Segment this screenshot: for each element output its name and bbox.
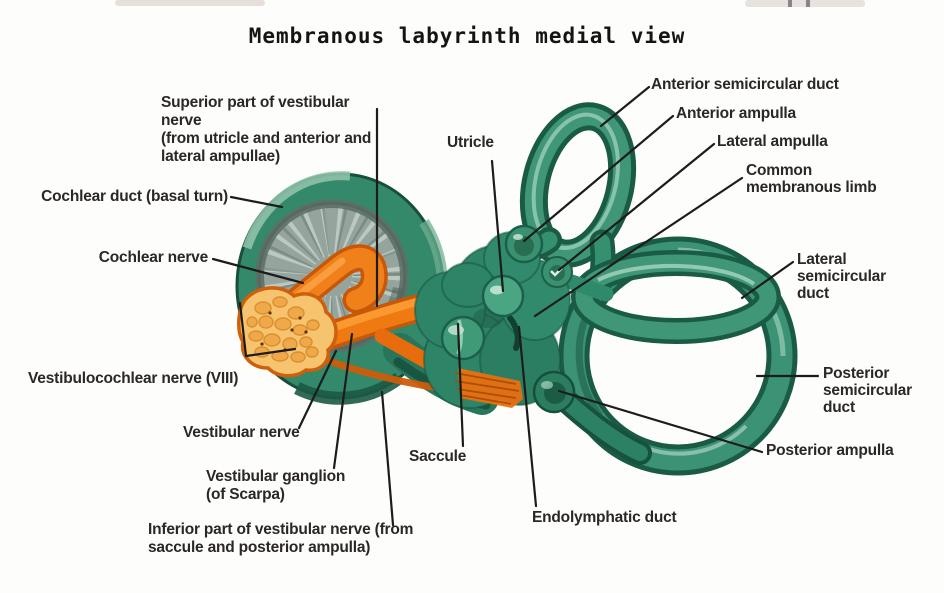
leader-cochlear-duct bbox=[229, 195, 284, 209]
lateral-semicircular-duct-shape bbox=[571, 250, 781, 344]
vestibule-mass bbox=[414, 224, 652, 465]
label-anterior-ampulla: Anterior ampulla bbox=[676, 105, 796, 122]
label-lateral-semicircular-duct: Lateral semicircular duct bbox=[797, 251, 886, 302]
label-vestibular-nerve: Vestibular nerve bbox=[183, 424, 300, 441]
label-saccule: Saccule bbox=[409, 448, 467, 465]
leader-inferior-vestibular-nerve bbox=[380, 390, 395, 527]
leader-lateral-ampulla bbox=[557, 142, 716, 272]
leader-lateral-semicircular-duct bbox=[740, 260, 795, 300]
label-common-membranous-limb: Common membranous limb bbox=[746, 162, 877, 196]
vestibulocochlear-nerve-stump bbox=[237, 286, 338, 378]
figure-title: Membranous labyrinth medial view bbox=[248, 24, 686, 48]
leader-anterior-ampulla bbox=[522, 114, 675, 243]
leader-anterior-semicircular-duct bbox=[599, 85, 651, 128]
leader-vestibulocochlear-nerve-b bbox=[244, 347, 297, 358]
label-inferior-vestibular-nerve: Inferior part of vestibular nerve (from … bbox=[148, 521, 414, 556]
label-endolymphatic-duct: Endolymphatic duct bbox=[532, 509, 677, 526]
label-posterior-semicircular-duct: Posterior semicircular duct bbox=[823, 365, 912, 416]
leader-saccule bbox=[456, 322, 465, 448]
leader-vestibular-ganglion bbox=[332, 332, 354, 470]
leader-posterior-ampulla bbox=[557, 389, 764, 454]
label-anterior-semicircular-duct: Anterior semicircular duct bbox=[651, 76, 839, 93]
leader-utricle bbox=[490, 159, 505, 293]
inferior-vestibular-nerve-fan bbox=[454, 368, 523, 408]
leader-endolymphatic-duct bbox=[517, 325, 538, 508]
label-superior-vestibular-nerve: Superior part of vestibular nerve (from … bbox=[161, 94, 372, 165]
leader-vestibulocochlear-nerve-a bbox=[238, 301, 248, 358]
label-vestibulocochlear-nerve: Vestibulocochlear nerve (VIII) bbox=[28, 370, 239, 387]
leader-vestibular-nerve bbox=[297, 349, 338, 430]
leader-common-membranous-limb bbox=[533, 176, 744, 318]
label-cochlear-duct: Cochlear duct (basal turn) bbox=[41, 188, 228, 205]
leader-cochlear-nerve bbox=[211, 257, 305, 285]
label-cochlear-nerve: Cochlear nerve bbox=[98, 249, 208, 266]
label-utricle: Utricle bbox=[447, 134, 494, 151]
label-posterior-ampulla: Posterior ampulla bbox=[766, 442, 894, 459]
label-lateral-ampulla: Lateral ampulla bbox=[717, 133, 828, 150]
label-vestibular-ganglion: Vestibular ganglion (of Scarpa) bbox=[206, 468, 346, 503]
